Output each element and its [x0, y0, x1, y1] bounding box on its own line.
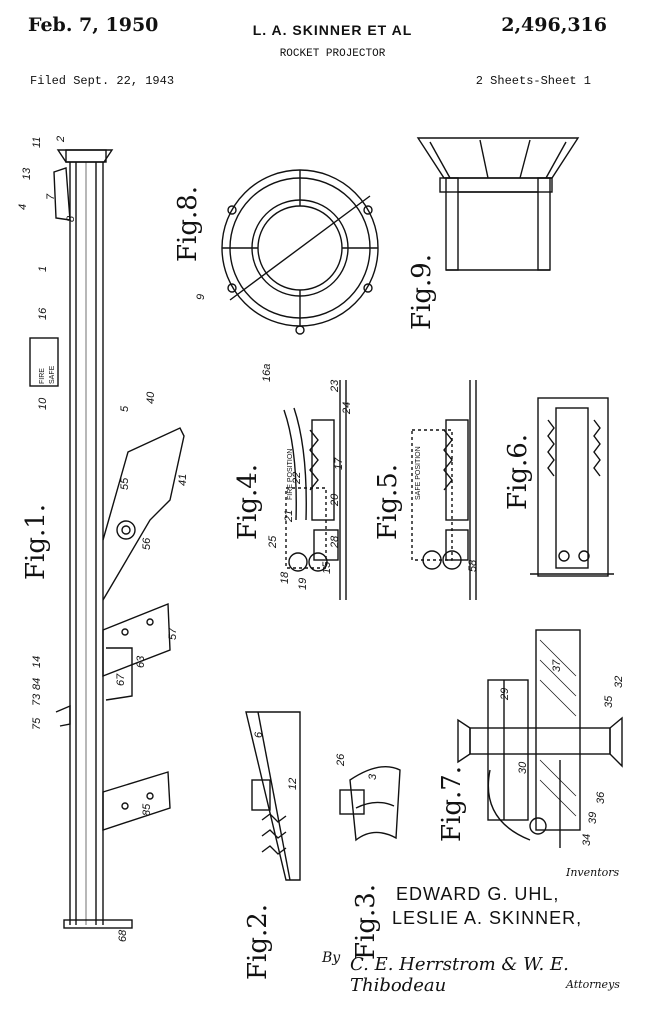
ref-numeral: 17: [333, 457, 345, 470]
fig6-label: Fig.6.: [503, 434, 533, 510]
fig4-mechanism: [283, 380, 347, 600]
ref-numeral: 26: [335, 753, 347, 767]
inventors-label: Inventors: [566, 866, 620, 879]
ref-numeral: 36: [595, 791, 607, 804]
ref-numeral: 73: [31, 693, 43, 706]
ref-numeral: 7: [45, 193, 57, 200]
ref-numeral: 28: [329, 535, 341, 549]
fig2-label: Fig.2.: [243, 904, 273, 980]
fig3-label: Fig.3.: [351, 884, 381, 960]
ref-numeral: 1: [37, 266, 49, 272]
ref-numeral: 29: [499, 688, 511, 701]
ref-numeral: 18: [279, 571, 291, 584]
ref-numeral: 39: [587, 812, 599, 824]
ref-numeral: 9: [195, 294, 207, 300]
fig5-mechanism: [411, 380, 477, 600]
inventor-2: LESLIE A. SKINNER,: [392, 908, 583, 928]
fig1-tube: [29, 149, 185, 929]
ref-numeral: 35: [603, 695, 615, 708]
ref-numeral: 16a: [261, 364, 273, 382]
inventor-header: L. A. SKINNER ET AL: [252, 22, 413, 38]
patent-date: Feb. 7, 1950: [28, 14, 159, 36]
ref-numeral: 25: [267, 535, 279, 549]
ref-numeral: 30: [517, 761, 529, 774]
ref-numeral: 34: [581, 834, 593, 846]
ref-numeral: 56: [141, 537, 153, 550]
ref-numeral: 67: [115, 673, 127, 686]
fig5-label: Fig.5.: [373, 464, 403, 540]
ref-numeral: 85: [141, 803, 153, 816]
ref-numeral: 3: [367, 773, 379, 780]
ref-numeral: 75: [31, 717, 43, 730]
fig7-label: Fig.7.: [437, 766, 467, 842]
ref-numeral: 5: [119, 405, 131, 412]
fire-label: FIRE: [39, 368, 46, 384]
ref-numeral: 40: [145, 391, 157, 404]
patent-title: ROCKET PROJECTOR: [279, 48, 386, 60]
fig7-hatching: [539, 639, 577, 817]
ref-numeral: 57: [167, 627, 179, 640]
fig4-label: Fig.4.: [233, 464, 263, 540]
safe-position-label: SAFE POSITION: [415, 446, 422, 500]
ref-numeral: 37: [551, 659, 563, 672]
fig3-detail: [339, 766, 401, 842]
ref-numeral: 84: [31, 678, 43, 690]
fig9-label: Fig.9.: [407, 254, 437, 330]
fig9-section: [416, 137, 580, 271]
sheet-number: 2 Sheets-Sheet 1: [475, 74, 591, 88]
fig2-detail: [245, 711, 301, 881]
fig6-mechanism: [530, 397, 614, 577]
ref-numeral: 58: [467, 559, 479, 572]
ref-numeral: 22: [291, 472, 303, 485]
inventor-1: EDWARD G. UHL,: [396, 884, 560, 904]
ref-numeral: 41: [177, 474, 189, 486]
ref-numeral: 2: [55, 136, 67, 143]
ref-numeral: 15: [321, 561, 333, 574]
fig8-label: Fig.8.: [173, 186, 203, 262]
attorneys-signature: C. E. Herrstrom & W. E. Thibodeau: [350, 954, 569, 996]
ref-numeral: 32: [613, 676, 625, 688]
patent-number: 2,496,316: [501, 14, 607, 36]
ref-numeral: 24: [341, 402, 353, 415]
ref-numeral: 21: [283, 510, 295, 523]
ref-numeral: 19: [297, 578, 309, 590]
fig7-section: [457, 629, 623, 848]
by-label: By: [322, 950, 341, 966]
ref-numeral: 12: [287, 778, 299, 790]
fig1-label: Fig.1.: [21, 504, 51, 580]
ref-numeral: 68: [117, 929, 129, 942]
filed-date: Filed Sept. 22, 1943: [30, 74, 175, 88]
ref-numeral: 4: [17, 204, 29, 210]
ref-numeral: 6: [253, 731, 265, 738]
ref-numeral: 20: [329, 493, 341, 507]
attorneys-label: Attorneys: [566, 978, 620, 991]
ref-numeral: 13: [21, 167, 33, 180]
fig8-ring: [221, 169, 379, 335]
ref-numeral: 55: [119, 477, 131, 490]
ref-numeral: 8: [65, 215, 77, 222]
ref-numeral: 14: [31, 656, 43, 668]
safe-label: SAFE: [49, 365, 56, 384]
ref-numeral: 16: [37, 307, 49, 320]
fire-position-label: FIRE POSITION: [287, 449, 294, 500]
ref-numeral: 11: [31, 137, 43, 148]
ref-numeral: 23: [329, 379, 341, 393]
ref-numeral: 10: [37, 397, 49, 410]
ref-numeral: 63: [135, 655, 147, 668]
